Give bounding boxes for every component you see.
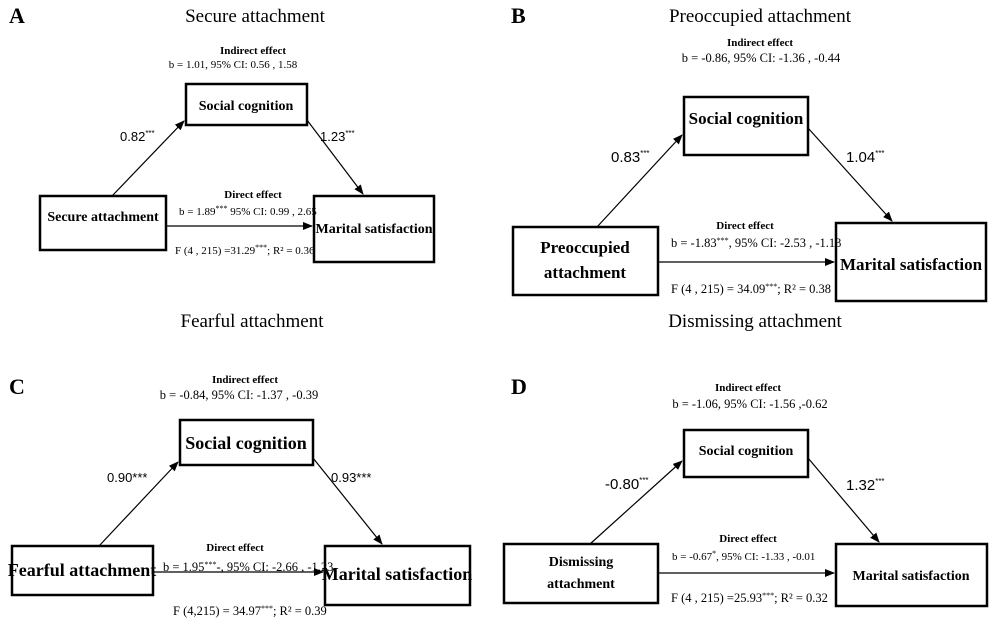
- direct-effect-stats: b = -1.83***, 95% CI: -2.53 , -1.13: [671, 236, 841, 250]
- indirect-effect-label: Indirect effect: [715, 382, 781, 394]
- direct-effect-label: Direct effect: [719, 533, 777, 545]
- path-a-arrow: [596, 134, 683, 228]
- path-a-coefficient: 0.83***: [611, 149, 650, 166]
- panel-letter: D: [511, 374, 527, 399]
- predictor-box: [511, 225, 660, 297]
- predictor-label-line1: Preoccupied: [540, 238, 630, 257]
- panel-letter: C: [9, 374, 25, 399]
- path-a-coefficient: -0.80***: [605, 476, 649, 493]
- indirect-effect-stats: b = -1.06, 95% CI: -1.56 ,-0.62: [672, 397, 827, 411]
- mediator-label: Social cognition: [185, 433, 307, 453]
- path-a-arrow: [589, 460, 683, 545]
- direct-effect-stats: b = 1.89*** 95% CI: 0.99 , 2.65: [179, 204, 317, 218]
- direct-effect-label: Direct effect: [224, 189, 282, 201]
- path-a-coefficient: 0.82***: [120, 129, 155, 144]
- panel-letter: A: [9, 3, 25, 28]
- outcome-box: [834, 221, 988, 303]
- indirect-effect-stats: b = 1.01, 95% CI: 0.56 , 1.58: [169, 59, 298, 71]
- panel-title: Secure attachment: [185, 6, 326, 27]
- mediator-label: Social cognition: [699, 444, 794, 459]
- model-fit-stats: F (4,215) = 34.97***; R² = 0.39: [173, 604, 327, 618]
- path-b-arrow: [807, 127, 893, 222]
- path-b-coefficient: 1.23***: [320, 129, 355, 144]
- path-b-coefficient: 1.04***: [846, 149, 885, 166]
- path-a-arrow: [111, 120, 185, 197]
- mediator-box: [184, 82, 309, 127]
- path-b-coefficient: 0.93***: [331, 470, 371, 485]
- mediator-label: Social cognition: [689, 109, 804, 128]
- predictor-label: Fearful attachment: [8, 560, 156, 580]
- panel-letter: B: [511, 3, 526, 28]
- mediator-box: [178, 418, 315, 467]
- predictor-box: [10, 544, 155, 597]
- mediator-box: [682, 428, 810, 479]
- model-fit-stats: F (4 , 215) =31.29***; R² = 0.36: [175, 243, 315, 257]
- direct-effect-label: Direct effect: [716, 220, 774, 232]
- outcome-box: [834, 542, 989, 608]
- path-b-arrow: [807, 457, 880, 543]
- path-b-arrow: [306, 119, 364, 195]
- outcome-label: Marital satisfaction: [840, 255, 983, 274]
- predictor-label-line1: Dismissing: [549, 555, 614, 570]
- path-a-arrow: [98, 461, 179, 547]
- indirect-effect-stats: b = -0.86, 95% CI: -1.36 , -0.44: [682, 51, 841, 65]
- outcome-label: Marital satisfaction: [322, 564, 472, 584]
- panel-title: Preoccupied attachment: [669, 6, 852, 27]
- direct-effect-label: Direct effect: [206, 542, 264, 554]
- panel-b: B Preoccupied attachment Indirect effect…: [511, 3, 988, 303]
- predictor-label-line2: attachment: [547, 577, 615, 592]
- panel-title: Dismissing attachment: [668, 311, 842, 332]
- direct-effect-stats: b = 1.95***-, 95% CI: -2.66 , -1.23: [163, 560, 333, 574]
- path-a-coefficient: 0.90***: [107, 470, 147, 485]
- outcome-box: [312, 194, 436, 264]
- outcome-label: Marital satisfaction: [315, 222, 432, 237]
- predictor-label: Secure attachment: [47, 210, 159, 225]
- indirect-effect-label: Indirect effect: [727, 37, 793, 49]
- outcome-box: [323, 544, 472, 607]
- mediator-label: Social cognition: [199, 99, 294, 114]
- indirect-effect-label: Indirect effect: [212, 374, 278, 386]
- indirect-effect-stats: b = -0.84, 95% CI: -1.37 , -0.39: [160, 388, 318, 402]
- indirect-effect-label: Indirect effect: [220, 45, 286, 57]
- outcome-label: Marital satisfaction: [852, 569, 969, 584]
- panel-a: A Secure attachment Indirect effect b = …: [9, 3, 436, 264]
- panel-d: D Dismissing attachment Indirect effect …: [502, 311, 989, 608]
- panel-title: Fearful attachment: [181, 311, 325, 332]
- predictor-box: [38, 194, 168, 252]
- path-b-coefficient: 1.32***: [846, 477, 885, 494]
- direct-effect-stats: b = -0.67*, 95% CI: -1.33 , -0.01: [672, 549, 815, 563]
- model-fit-stats: F (4 , 215) = 34.09***; R² = 0.38: [671, 282, 831, 296]
- predictor-box: [502, 542, 660, 605]
- mediator-box: [682, 95, 810, 157]
- predictor-label-line2: attachment: [544, 263, 626, 282]
- model-fit-stats: F (4 , 215) =25.93***; R² = 0.32: [671, 591, 828, 605]
- path-b-arrow: [312, 457, 383, 545]
- panel-c: C Fearful attachment Indirect effect b =…: [8, 311, 472, 618]
